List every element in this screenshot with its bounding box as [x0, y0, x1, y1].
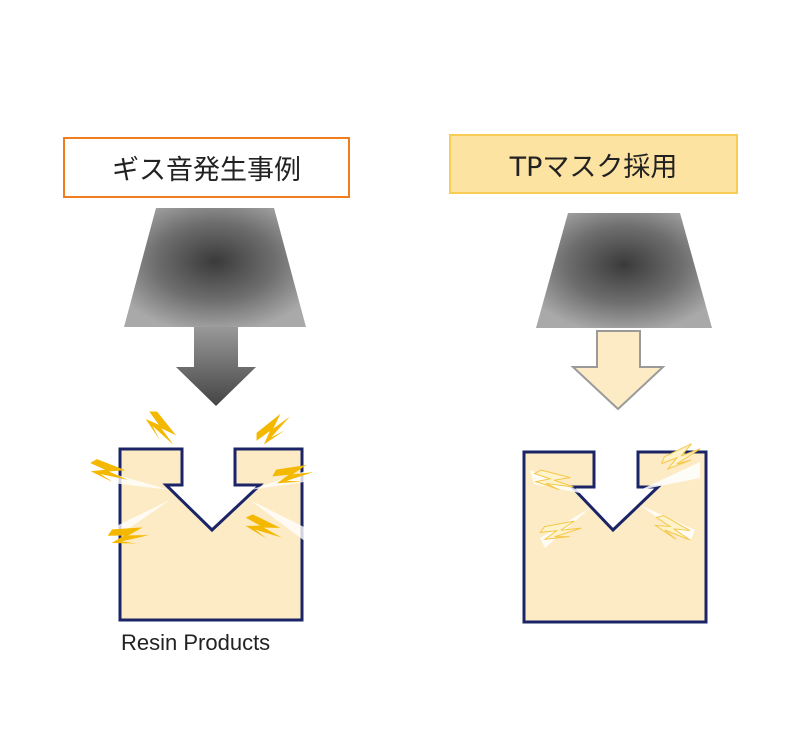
left-resin-product	[118, 447, 304, 622]
right-pale-arrow	[570, 330, 666, 411]
spark-icon	[139, 407, 184, 449]
resin-products-caption: Resin Products	[121, 630, 271, 655]
left-panel-title: ギス音発生事例	[63, 137, 350, 198]
left-panel-title-text: ギス音発生事例	[112, 155, 301, 186]
right-panel-title: TPマスク採用	[449, 134, 738, 194]
right-panel-title-text: TPマスク採用	[509, 151, 678, 183]
left-dark-arrow	[176, 327, 256, 406]
spark-icon	[252, 406, 294, 451]
right-press-block	[536, 213, 712, 328]
left-press-block	[124, 208, 306, 327]
